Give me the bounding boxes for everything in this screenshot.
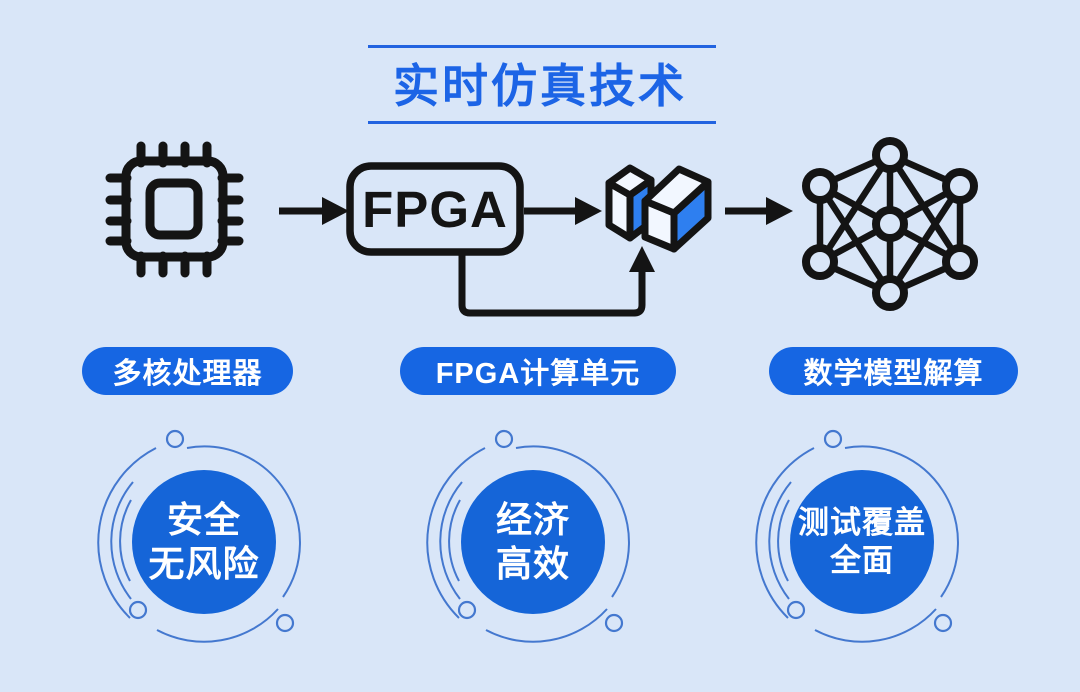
- deco-dot-bottom-right: [933, 613, 953, 633]
- badge-circle: 经济 高效: [461, 470, 605, 614]
- badge-decoration-arcs: [97, 429, 301, 643]
- badge-text-line1: 测试覆盖: [798, 505, 926, 541]
- flow-arrow-1: [279, 197, 349, 225]
- badge-text-line2: 全面: [830, 543, 894, 578]
- fpga-label: FPGA: [362, 181, 508, 238]
- deco-dot-bottom-right: [604, 613, 624, 633]
- title-rule-bottom: [368, 121, 716, 124]
- benefit-badge-safety: 安全 无风险: [79, 417, 329, 667]
- badge-circle: 测试覆盖 全面: [790, 470, 934, 614]
- deco-dot-left: [786, 600, 806, 620]
- badge-circle: 安全 无风险: [132, 470, 276, 614]
- stage-label-fpga: FPGA计算单元: [400, 347, 676, 395]
- title-rule-top: [368, 45, 716, 48]
- stage-label-model: 数学模型解算: [769, 347, 1018, 395]
- badge-text-line2: 高效: [495, 543, 570, 584]
- badge-text-line2: 无风险: [148, 543, 260, 584]
- page-title: 实时仿真技术: [393, 60, 687, 112]
- deco-dot-top: [494, 429, 514, 449]
- badge-text-line1: 经济: [495, 499, 570, 541]
- deco-dot-top: [823, 429, 843, 449]
- stage-label-cpu: 多核处理器: [82, 347, 293, 395]
- fpga-box: FPGA: [346, 162, 524, 256]
- flow-arrow-2: [524, 197, 602, 225]
- deco-dot-left: [457, 600, 477, 620]
- mesh-network-icon: [802, 137, 978, 311]
- badge-decoration-arcs: [426, 429, 630, 643]
- flow-diagram: FPGA: [105, 137, 978, 317]
- benefit-badge-economy: 经济 高效: [408, 417, 658, 667]
- badge-text-line1: 安全: [166, 499, 241, 541]
- badge-decoration-arcs: [755, 429, 959, 643]
- deco-dot-top: [165, 429, 185, 449]
- 3d-blocks-icon: [605, 164, 712, 253]
- deco-dot-bottom-right: [275, 613, 295, 633]
- deco-dot-left: [128, 600, 148, 620]
- feedback-arrow-icon: [458, 246, 655, 317]
- flow-arrow-3: [725, 197, 793, 225]
- benefit-badge-coverage: 测试覆盖 全面: [737, 417, 987, 667]
- cpu-chip-icon: [105, 141, 244, 278]
